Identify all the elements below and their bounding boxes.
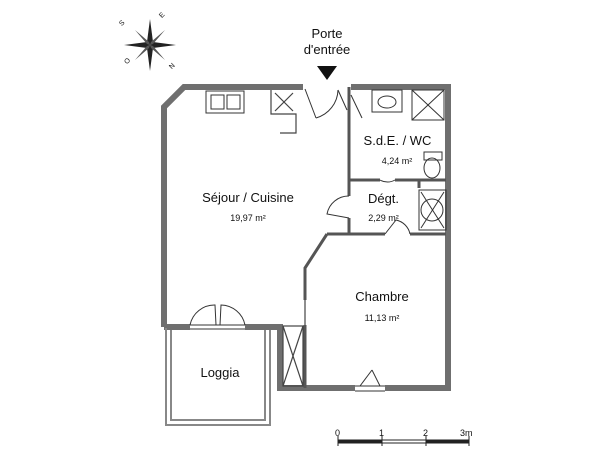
- entrance-label-line1: Porte: [311, 26, 343, 41]
- loggia-walls: [165, 328, 271, 426]
- entrance-door: [304, 88, 348, 119]
- washing-machine-icon: [418, 189, 447, 231]
- room-area-hallway: 2,29 m²: [368, 213, 399, 223]
- scale-tick-1: 1: [379, 428, 385, 438]
- scale-bar: [337, 436, 470, 446]
- scale-tick-2: 2: [423, 428, 429, 438]
- cupboard: [270, 90, 297, 134]
- room-name-bathroom: S.d.E. / WC: [363, 133, 432, 148]
- entrance-label: Porte d'entrée: [292, 26, 362, 58]
- room-name-hallway: Dégt.: [367, 191, 400, 206]
- scale-tick-3m: 3m: [460, 428, 473, 438]
- compass-rose-icon: [124, 19, 176, 71]
- bedroom-window: [355, 369, 385, 392]
- bathroom-fixtures: [350, 89, 445, 179]
- room-area-living: 19,97 m²: [230, 213, 266, 223]
- exterior-walls: [161, 84, 451, 391]
- bedroom-cupboard: [282, 300, 306, 387]
- room-name-bedroom: Chambre: [355, 289, 409, 304]
- interior-walls: [303, 87, 446, 388]
- room-area-bedroom: 11,13 m²: [364, 313, 400, 323]
- entrance-arrow-icon: [317, 66, 337, 80]
- room-name-loggia: Loggia: [200, 365, 240, 380]
- entrance-label-line2: d'entrée: [303, 42, 351, 57]
- kitchen-sink-icon: [205, 90, 245, 114]
- hallway-doors: [326, 179, 411, 235]
- loggia-french-window: [189, 304, 246, 330]
- room-area-bathroom: 4,24 m²: [381, 156, 413, 166]
- room-name-living: Séjour / Cuisine: [202, 190, 294, 205]
- scale-tick-0: 0: [335, 428, 341, 438]
